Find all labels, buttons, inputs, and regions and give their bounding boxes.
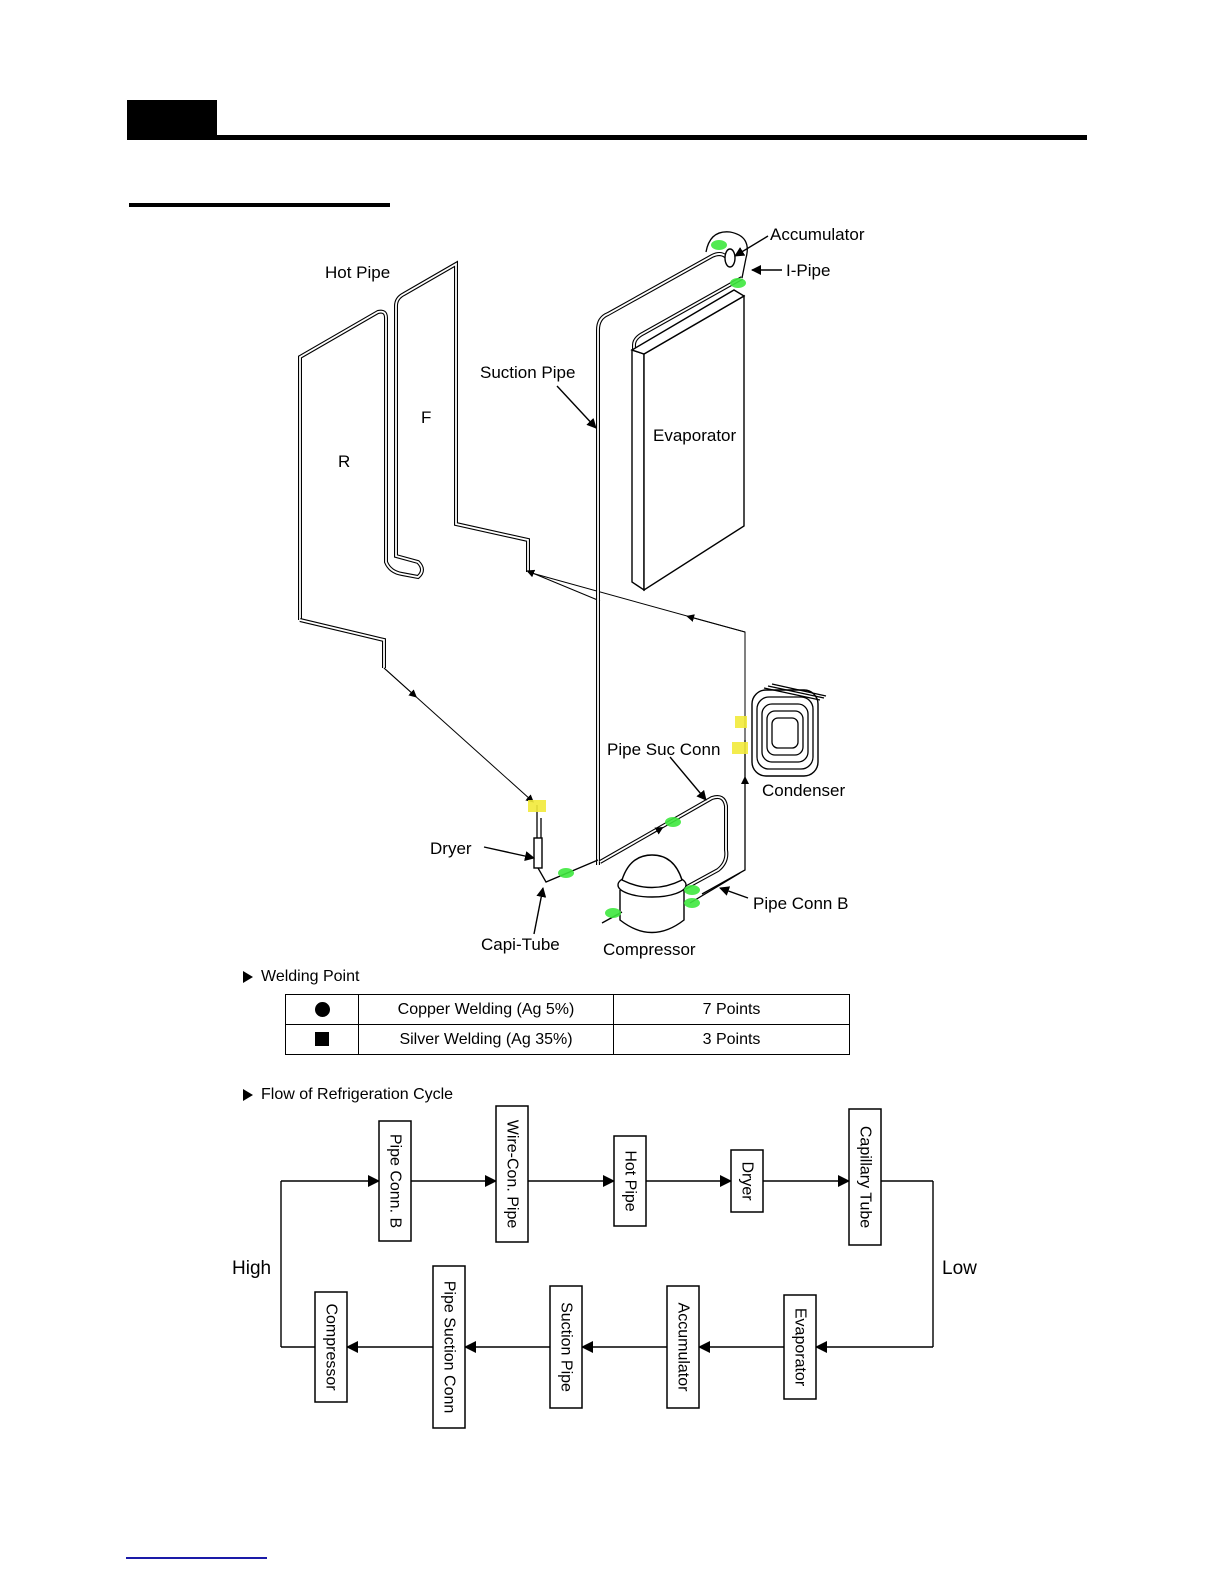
welding-point-heading: Welding Point [243, 968, 359, 986]
flow-box-label: Compressor [323, 1303, 340, 1391]
header-rule [127, 135, 1087, 140]
flow-box: Evaporator [783, 1294, 817, 1400]
flow-box-label: Dryer [739, 1161, 756, 1201]
label-pipe-conn-b: Pipe Conn B [753, 894, 848, 913]
flow-box: Hot Pipe [613, 1135, 647, 1227]
pipe-conn-b-callout-arrow [719, 886, 749, 899]
compressor [601, 854, 687, 934]
welding-heading-text: Welding Point [261, 968, 360, 985]
suction-pipe-callout-arrow [556, 385, 597, 429]
count-cell: 7 Points [613, 994, 850, 1025]
label-r: R [338, 452, 350, 471]
label-condenser: Condenser [762, 781, 846, 800]
label-hot-pipe: Hot Pipe [325, 263, 390, 282]
type-cell: Copper Welding (Ag 5%) [358, 994, 614, 1025]
pipe-conn-b [701, 740, 746, 895]
count-cell: 3 Points [613, 1024, 850, 1055]
flow-box-label: Hot Pipe [622, 1150, 639, 1211]
section-title-underline [129, 203, 390, 207]
label-i-pipe: I-Pipe [786, 261, 830, 280]
high-pressure-label: High [232, 1258, 271, 1279]
triangle-bullet-icon [243, 1088, 253, 1101]
footer-link-underline[interactable] [126, 1557, 267, 1559]
copper-weld-marker [684, 885, 700, 895]
dryer-callout-arrow [483, 846, 535, 861]
silver-weld-marker [528, 800, 546, 812]
copper-weld-marker [711, 240, 727, 250]
copper-weld-marker [605, 908, 621, 918]
label-pipe-suc-conn: Pipe Suc Conn [607, 740, 720, 759]
capillary-tube [537, 859, 599, 883]
flow-box-label: Suction Pipe [558, 1302, 575, 1392]
triangle-bullet-icon [243, 970, 253, 983]
silver-weld-marker [732, 742, 748, 754]
silver-weld-marker [735, 716, 747, 728]
evaporator [630, 276, 746, 592]
label-accumulator: Accumulator [770, 225, 865, 244]
section-number-block [127, 100, 217, 140]
weld-points [528, 240, 748, 918]
label-dryer: Dryer [430, 839, 472, 858]
flow-box: Dryer [730, 1149, 764, 1213]
welding-point-table: Copper Welding (Ag 5%) 7 Points Silver W… [285, 994, 850, 1055]
accumulator-callout-arrow [734, 235, 769, 257]
accumulator [705, 231, 748, 279]
circle-icon [314, 1001, 330, 1017]
type-cell: Silver Welding (Ag 35%) [358, 1024, 614, 1055]
flow-line-condenser-to-hot [527, 571, 746, 740]
label-compressor: Compressor [603, 940, 696, 959]
flow-box: Suction Pipe [549, 1285, 583, 1409]
square-icon [315, 1032, 329, 1047]
copper-weld-marker [558, 868, 574, 878]
condenser [751, 683, 827, 777]
symbol-cell [285, 1024, 359, 1055]
flow-box-label: Pipe Suction Conn [441, 1281, 458, 1414]
flow-box: Wire-Con. Pipe [495, 1105, 529, 1243]
flow-box: Accumulator [666, 1285, 700, 1409]
flow-heading: Flow of Refrigeration Cycle [243, 1086, 453, 1104]
dryer [533, 805, 543, 869]
flow-box: Capillary Tube [848, 1108, 882, 1246]
copper-weld-marker [684, 898, 700, 908]
flow-box-label: Wire-Con. Pipe [504, 1120, 521, 1229]
flow-box-label: Capillary Tube [857, 1126, 874, 1228]
table-row: Copper Welding (Ag 5%) 7 Points [285, 994, 850, 1025]
low-pressure-label: Low [942, 1258, 977, 1279]
symbol-cell [285, 994, 359, 1025]
flow-box: Pipe Suction Conn [432, 1265, 466, 1429]
copper-weld-marker [730, 278, 746, 288]
refrigeration-piping-diagram: Hot Pipe R F Suction Pipe Evaporator Acc… [298, 225, 865, 959]
pipe-suc-conn-callout-arrow [669, 756, 707, 801]
copper-weld-marker [665, 817, 681, 827]
table-row: Silver Welding (Ag 35%) 3 Points [285, 1024, 850, 1055]
flow-box-label: Evaporator [792, 1308, 809, 1387]
label-evaporator: Evaporator [653, 426, 736, 445]
label-f: F [421, 408, 431, 427]
flow-box-label: Pipe Conn. B [387, 1134, 404, 1228]
flow-heading-text: Flow of Refrigeration Cycle [261, 1086, 454, 1103]
label-capi-tube: Capi-Tube [481, 935, 560, 954]
flow-box: Compressor [314, 1291, 348, 1403]
hot-pipe-r [298, 260, 530, 668]
capi-tube-callout-arrow [533, 887, 547, 935]
flow-box: Pipe Conn. B [378, 1120, 412, 1242]
label-suction-pipe: Suction Pipe [480, 363, 575, 382]
flow-box-label: Accumulator [675, 1303, 692, 1393]
